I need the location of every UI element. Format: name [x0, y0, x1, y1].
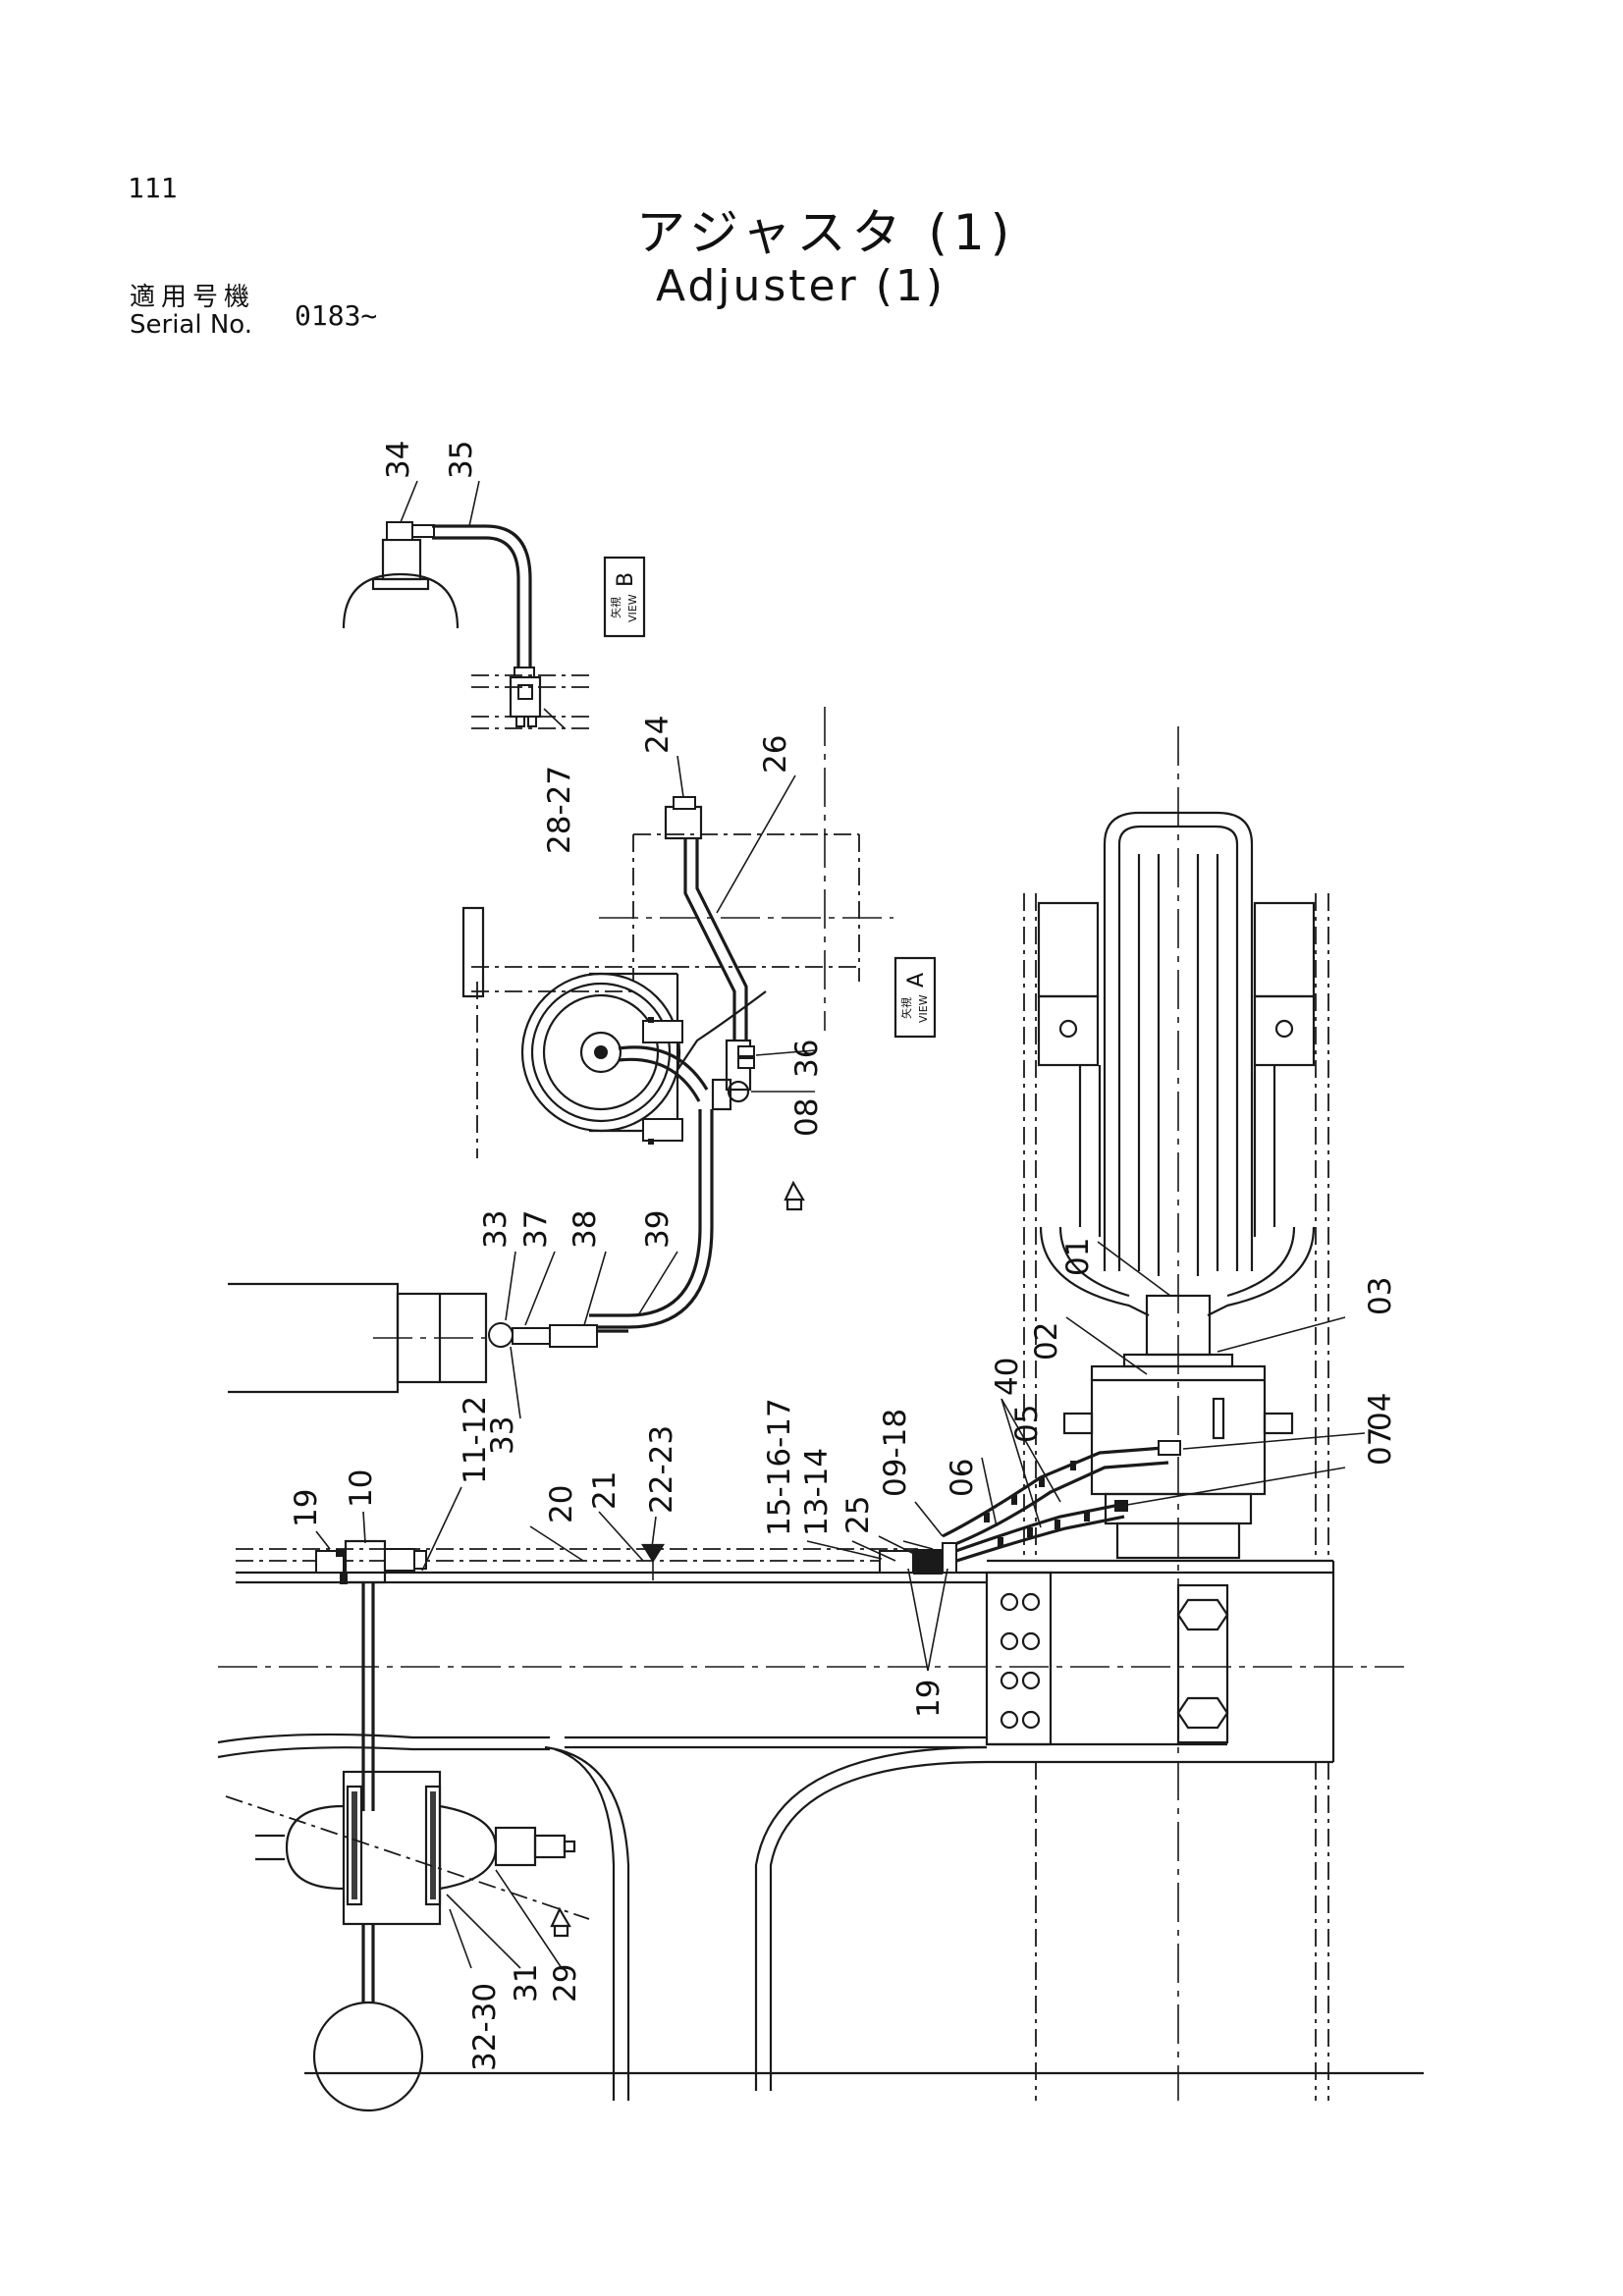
callout-39: 39: [640, 1210, 676, 1249]
callout-28-27: 28-27: [542, 766, 577, 854]
view-b-tag-jp: 矢視: [609, 597, 622, 618]
upper-frame: [461, 707, 893, 1158]
callout-40: 40: [990, 1358, 1025, 1396]
view-a-arrow-upper: [784, 1180, 805, 1211]
left-cylinder: [228, 1282, 628, 1394]
callout-19-left: 19: [289, 1489, 324, 1527]
main-pipe-fittings: [315, 1539, 957, 1767]
view-b-detail: [342, 521, 589, 729]
callout-33-bottom: 33: [485, 1416, 520, 1455]
coil-reel: [520, 972, 683, 1145]
callout-25: 25: [840, 1496, 876, 1534]
callout-19-right: 19: [911, 1680, 947, 1718]
leader-lines: [315, 480, 1366, 1969]
view-a-tag: 矢視 VIEW A: [893, 956, 937, 1039]
callout-05: 05: [1009, 1405, 1045, 1443]
part-number-callouts: 34 35 28-27 24 26 36 08 33 37 38 39 33 0…: [289, 441, 1398, 2071]
callout-07: 07: [1363, 1427, 1398, 1466]
callout-13-14: 13-14: [799, 1448, 835, 1536]
serial-number-value: 0183~: [295, 299, 378, 332]
view-a-tag-jp: 矢視: [899, 997, 913, 1019]
view-a-tag-letter: A: [904, 973, 929, 988]
callout-34: 34: [381, 441, 416, 479]
callout-31: 31: [509, 1964, 544, 2002]
page-title-japanese: アジャスタ (1): [636, 204, 1016, 261]
pipe-route-26-39: [589, 796, 755, 1329]
view-b-tag: 矢視 VIEW B: [603, 556, 646, 638]
view-a-tag-en: VIEW: [917, 994, 930, 1023]
callout-10: 10: [344, 1469, 379, 1508]
callout-36: 36: [789, 1040, 825, 1078]
callout-37: 37: [518, 1210, 554, 1249]
callout-29: 29: [548, 1964, 583, 2002]
callout-08: 08: [789, 1098, 825, 1137]
callout-01: 01: [1060, 1238, 1096, 1276]
callout-11-12: 11-12: [458, 1396, 493, 1484]
callout-33-top: 33: [478, 1210, 514, 1249]
callout-38: 38: [568, 1210, 603, 1249]
callout-24: 24: [640, 716, 676, 754]
callout-15-16-17: 15-16-17: [762, 1398, 797, 1536]
callout-04: 04: [1363, 1393, 1398, 1431]
callout-32-30: 32-30: [467, 1983, 503, 2071]
callout-21: 21: [587, 1471, 622, 1510]
view-b-tag-letter: B: [614, 572, 638, 587]
lower-pump: [255, 1767, 576, 2112]
page-title-english: Adjuster (1): [656, 261, 947, 311]
main-frame: [217, 1548, 1424, 2101]
callout-03: 03: [1363, 1277, 1398, 1315]
callout-09-18: 09-18: [878, 1409, 913, 1497]
callout-22-23: 22-23: [644, 1425, 679, 1514]
hoses-40: [942, 1440, 1181, 1566]
serial-label-english: Serial No.: [130, 310, 252, 340]
callout-02: 02: [1029, 1322, 1064, 1361]
serial-label-japanese: 適用号機: [130, 283, 256, 312]
callout-35: 35: [444, 441, 479, 479]
idler-assembly: [1023, 726, 1329, 2101]
callout-26: 26: [758, 735, 793, 774]
page-number: 111: [128, 172, 178, 204]
view-b-tag-en: VIEW: [626, 594, 639, 622]
callout-20: 20: [544, 1485, 579, 1523]
callout-06: 06: [945, 1459, 980, 1497]
